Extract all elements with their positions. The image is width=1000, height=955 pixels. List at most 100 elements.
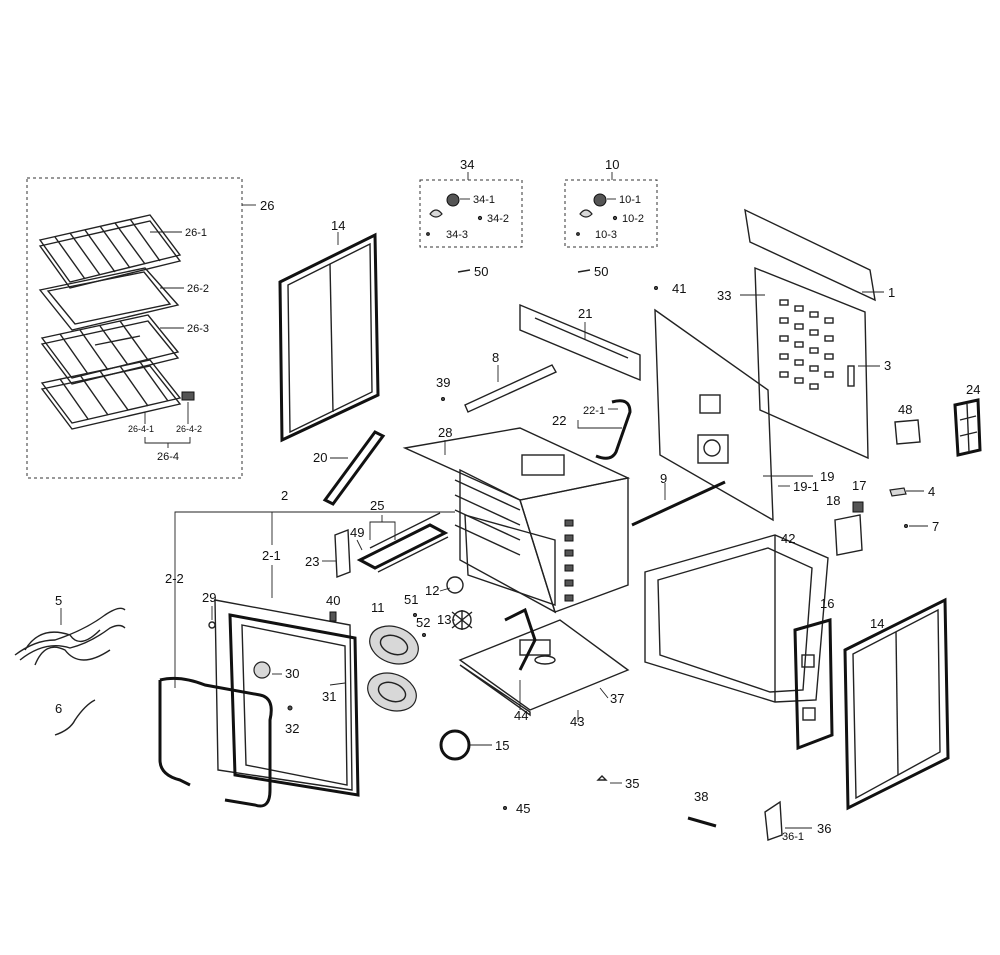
switch-17 xyxy=(852,501,864,513)
callout-12: 12 xyxy=(425,583,439,598)
bottom-plate-43: 44 43 37 xyxy=(458,607,630,729)
callout-36: 36 xyxy=(817,821,831,836)
callout-34-1: 34-1 xyxy=(473,194,495,206)
callout-22: 22 xyxy=(552,413,566,428)
callout-22-1: 22-1 xyxy=(583,405,605,417)
callout-52: 52 xyxy=(416,615,430,630)
callout-26-4: 26-4 xyxy=(157,451,179,463)
callout-33: 33 xyxy=(717,288,731,303)
callout-32: 32 xyxy=(285,721,299,736)
convection-fan-icon: 12 13 xyxy=(425,576,473,630)
callout-48: 48 xyxy=(898,402,912,417)
heating-element-icon: 20 xyxy=(313,430,386,506)
clip-4 xyxy=(889,487,907,497)
callout-24: 24 xyxy=(966,382,980,397)
callout-41: 41 xyxy=(672,281,686,296)
callout-16: 16 xyxy=(820,596,834,611)
callout-19: 19 xyxy=(820,469,834,484)
outer-wrap-42: 42 xyxy=(644,531,829,703)
callout-14-right: 14 xyxy=(870,616,884,631)
callout-30: 30 xyxy=(285,666,299,681)
plate-48 xyxy=(894,419,921,445)
callout-10: 10 xyxy=(605,157,619,172)
callout-44: 44 xyxy=(514,708,528,723)
callout-51: 51 xyxy=(404,592,418,607)
callout-15: 15 xyxy=(495,738,509,753)
support-rod-9: 9 xyxy=(631,471,726,527)
callout-28: 28 xyxy=(438,425,452,440)
callout-10-3: 10-3 xyxy=(595,229,617,241)
gasket-ring-15 xyxy=(439,729,471,761)
screw-50-left xyxy=(457,269,471,273)
screw-29 xyxy=(208,621,216,629)
callout-26: 26 xyxy=(260,198,274,213)
callout-36-1: 36-1 xyxy=(782,831,804,843)
board-18 xyxy=(834,514,863,556)
burner-valve-group-10: 10 10-1 10-2 10-3 xyxy=(564,157,658,248)
oven-rack-icon xyxy=(40,314,180,385)
callout-23: 23 xyxy=(305,554,319,569)
callout-26-4-2: 26-4-2 xyxy=(176,424,202,434)
callout-34-3: 34-3 xyxy=(446,229,468,241)
rack-glide-clip xyxy=(181,391,195,401)
oven-rack-icon xyxy=(40,359,182,430)
callout-9: 9 xyxy=(660,471,667,486)
rack-assembly-group: 26 26-1 26-2 26-3 xyxy=(26,177,274,479)
callout-49: 49 xyxy=(350,525,364,540)
rod-38 xyxy=(687,816,717,828)
trim-strip-8: 8 xyxy=(464,350,557,413)
callout-20: 20 xyxy=(313,450,327,465)
callout-34: 34 xyxy=(460,157,474,172)
knob-30 xyxy=(253,661,271,679)
callout-39: 39 xyxy=(436,375,450,390)
callout-40: 40 xyxy=(326,593,340,608)
callout-10-1: 10-1 xyxy=(619,194,641,206)
callout-2-2: 2-2 xyxy=(165,571,184,586)
callout-34-2: 34-2 xyxy=(487,213,509,225)
callout-21: 21 xyxy=(578,306,592,321)
side-panel-right: 14 xyxy=(843,597,950,811)
callout-1: 1 xyxy=(888,285,895,300)
top-bracket-21: 21 xyxy=(519,303,641,382)
rack-frame xyxy=(38,267,180,331)
grease-filter-24: 24 xyxy=(953,382,982,457)
callout-8: 8 xyxy=(492,350,499,365)
callout-7: 7 xyxy=(932,519,939,534)
callout-19-1: 19-1 xyxy=(793,479,819,494)
cable-6 xyxy=(54,699,96,736)
vent-slots xyxy=(779,299,834,390)
callout-26-1: 26-1 xyxy=(185,227,207,239)
callout-17: 17 xyxy=(852,478,866,493)
back-frame: 19 19-1 xyxy=(654,308,834,522)
callout-31: 31 xyxy=(322,689,336,704)
callout-4: 4 xyxy=(928,484,935,499)
screw-35 xyxy=(596,775,608,781)
callout-38: 38 xyxy=(694,789,708,804)
side-panel-left: 14 xyxy=(278,218,380,443)
callout-5: 5 xyxy=(55,593,62,608)
oven-rack-icon xyxy=(38,214,182,289)
callout-26-2: 26-2 xyxy=(187,283,209,295)
latch-40 xyxy=(329,611,337,622)
surface-burner-icon: 11 xyxy=(367,600,419,712)
callout-2: 2 xyxy=(281,488,288,503)
callout-29: 29 xyxy=(202,590,216,605)
wiring-harness-5: 5 xyxy=(14,593,126,666)
screw-50-right xyxy=(577,269,591,273)
callout-50-right: 50 xyxy=(594,264,608,279)
callout-26-3: 26-3 xyxy=(187,323,209,335)
callout-2-1: 2-1 xyxy=(262,548,281,563)
side-bracket-16: 16 xyxy=(793,596,834,751)
callout-10-2: 10-2 xyxy=(622,213,644,225)
callout-11: 11 xyxy=(371,600,385,615)
callout-14-left: 14 xyxy=(331,218,345,233)
callout-43: 43 xyxy=(570,714,584,729)
callout-3: 3 xyxy=(884,358,891,373)
callout-6: 6 xyxy=(55,701,62,716)
oven-door-icon: 2 2-1 2-2 xyxy=(158,488,455,808)
oven-cavity: 28 xyxy=(402,425,631,614)
callout-42: 42 xyxy=(781,531,795,546)
leveling-leg-36: 36 36-1 xyxy=(764,800,831,843)
callout-25: 25 xyxy=(370,498,384,513)
callout-45: 45 xyxy=(516,801,530,816)
